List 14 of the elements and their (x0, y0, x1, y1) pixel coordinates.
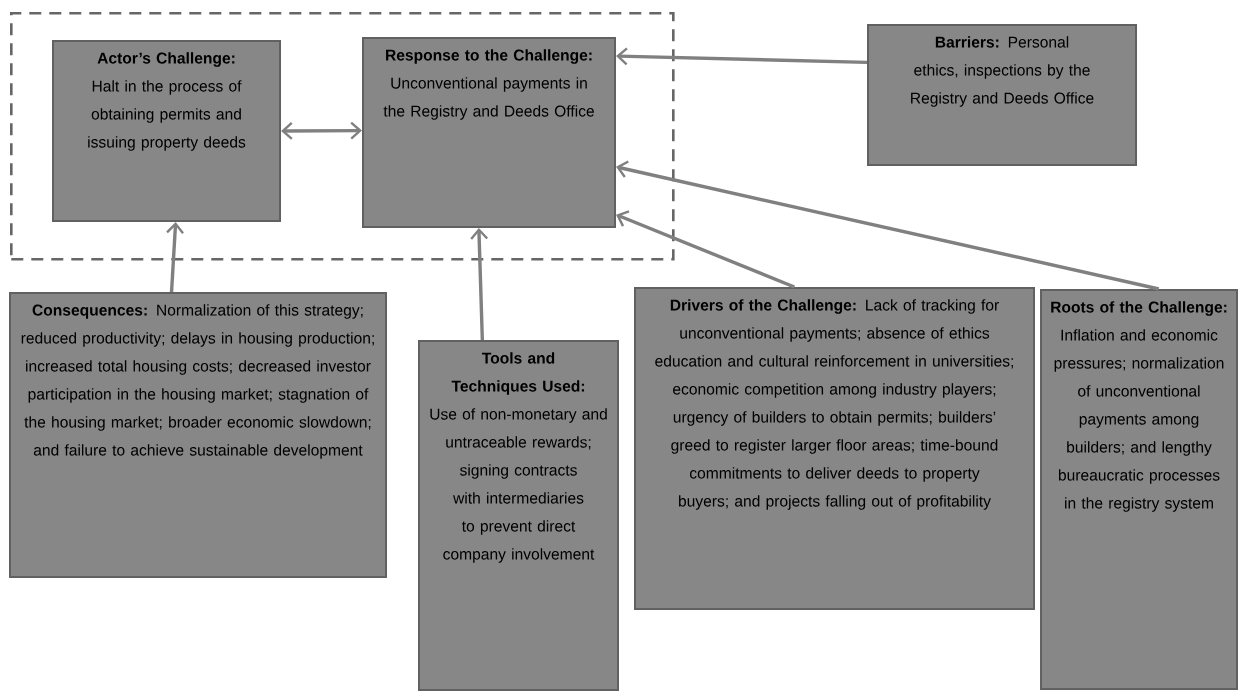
text-box: Drivers of the Challenge: Lack of tracking for unconventional payments; absence of ethics education and cultural reinforcement in universities; economic competition among industry players; urgency of builders to obtain permits; builders’ greed to register larger floor areas; time-bound commitments to deliver deeds to property buyers; and projects falling out of profitability (634, 287, 1035, 610)
text-box: Roots of the Challenge: Inflation and economic pressures; normalization of unconventional payments among builders; and lengthy bureaucratic processes in the registry system (1040, 289, 1238, 690)
text-box: Consequences: Normalization of this strategy; reduced productivity; delays in housing production; increased total housing costs; decreased investor participation in the housing market; stagnation of the housing market; broader economic slowdown; and failure to achieve sustainable development (9, 292, 387, 578)
dashed-group-frame (10, 12, 675, 261)
arrow (281, 121, 362, 140)
arrow (166, 222, 184, 293)
text-box: Barriers: Personal ethics, inspections by the Registry and Deeds Office (867, 24, 1137, 166)
arrow (616, 210, 796, 289)
text-box: Actor’s Challenge: Halt in the process of obtaining permits and issuing property deeds (52, 40, 281, 222)
text-box: Response to the Challenge: Unconventional payments in the Registry and Deeds Office (362, 37, 616, 228)
arrow (470, 228, 489, 341)
arrow (616, 47, 868, 66)
arrow (616, 160, 1160, 291)
text-box: Tools and Techniques Used: Use of non-monetary and untraceable rewards; signing contracts with intermediaries to prevent direct company involvement (418, 340, 619, 691)
